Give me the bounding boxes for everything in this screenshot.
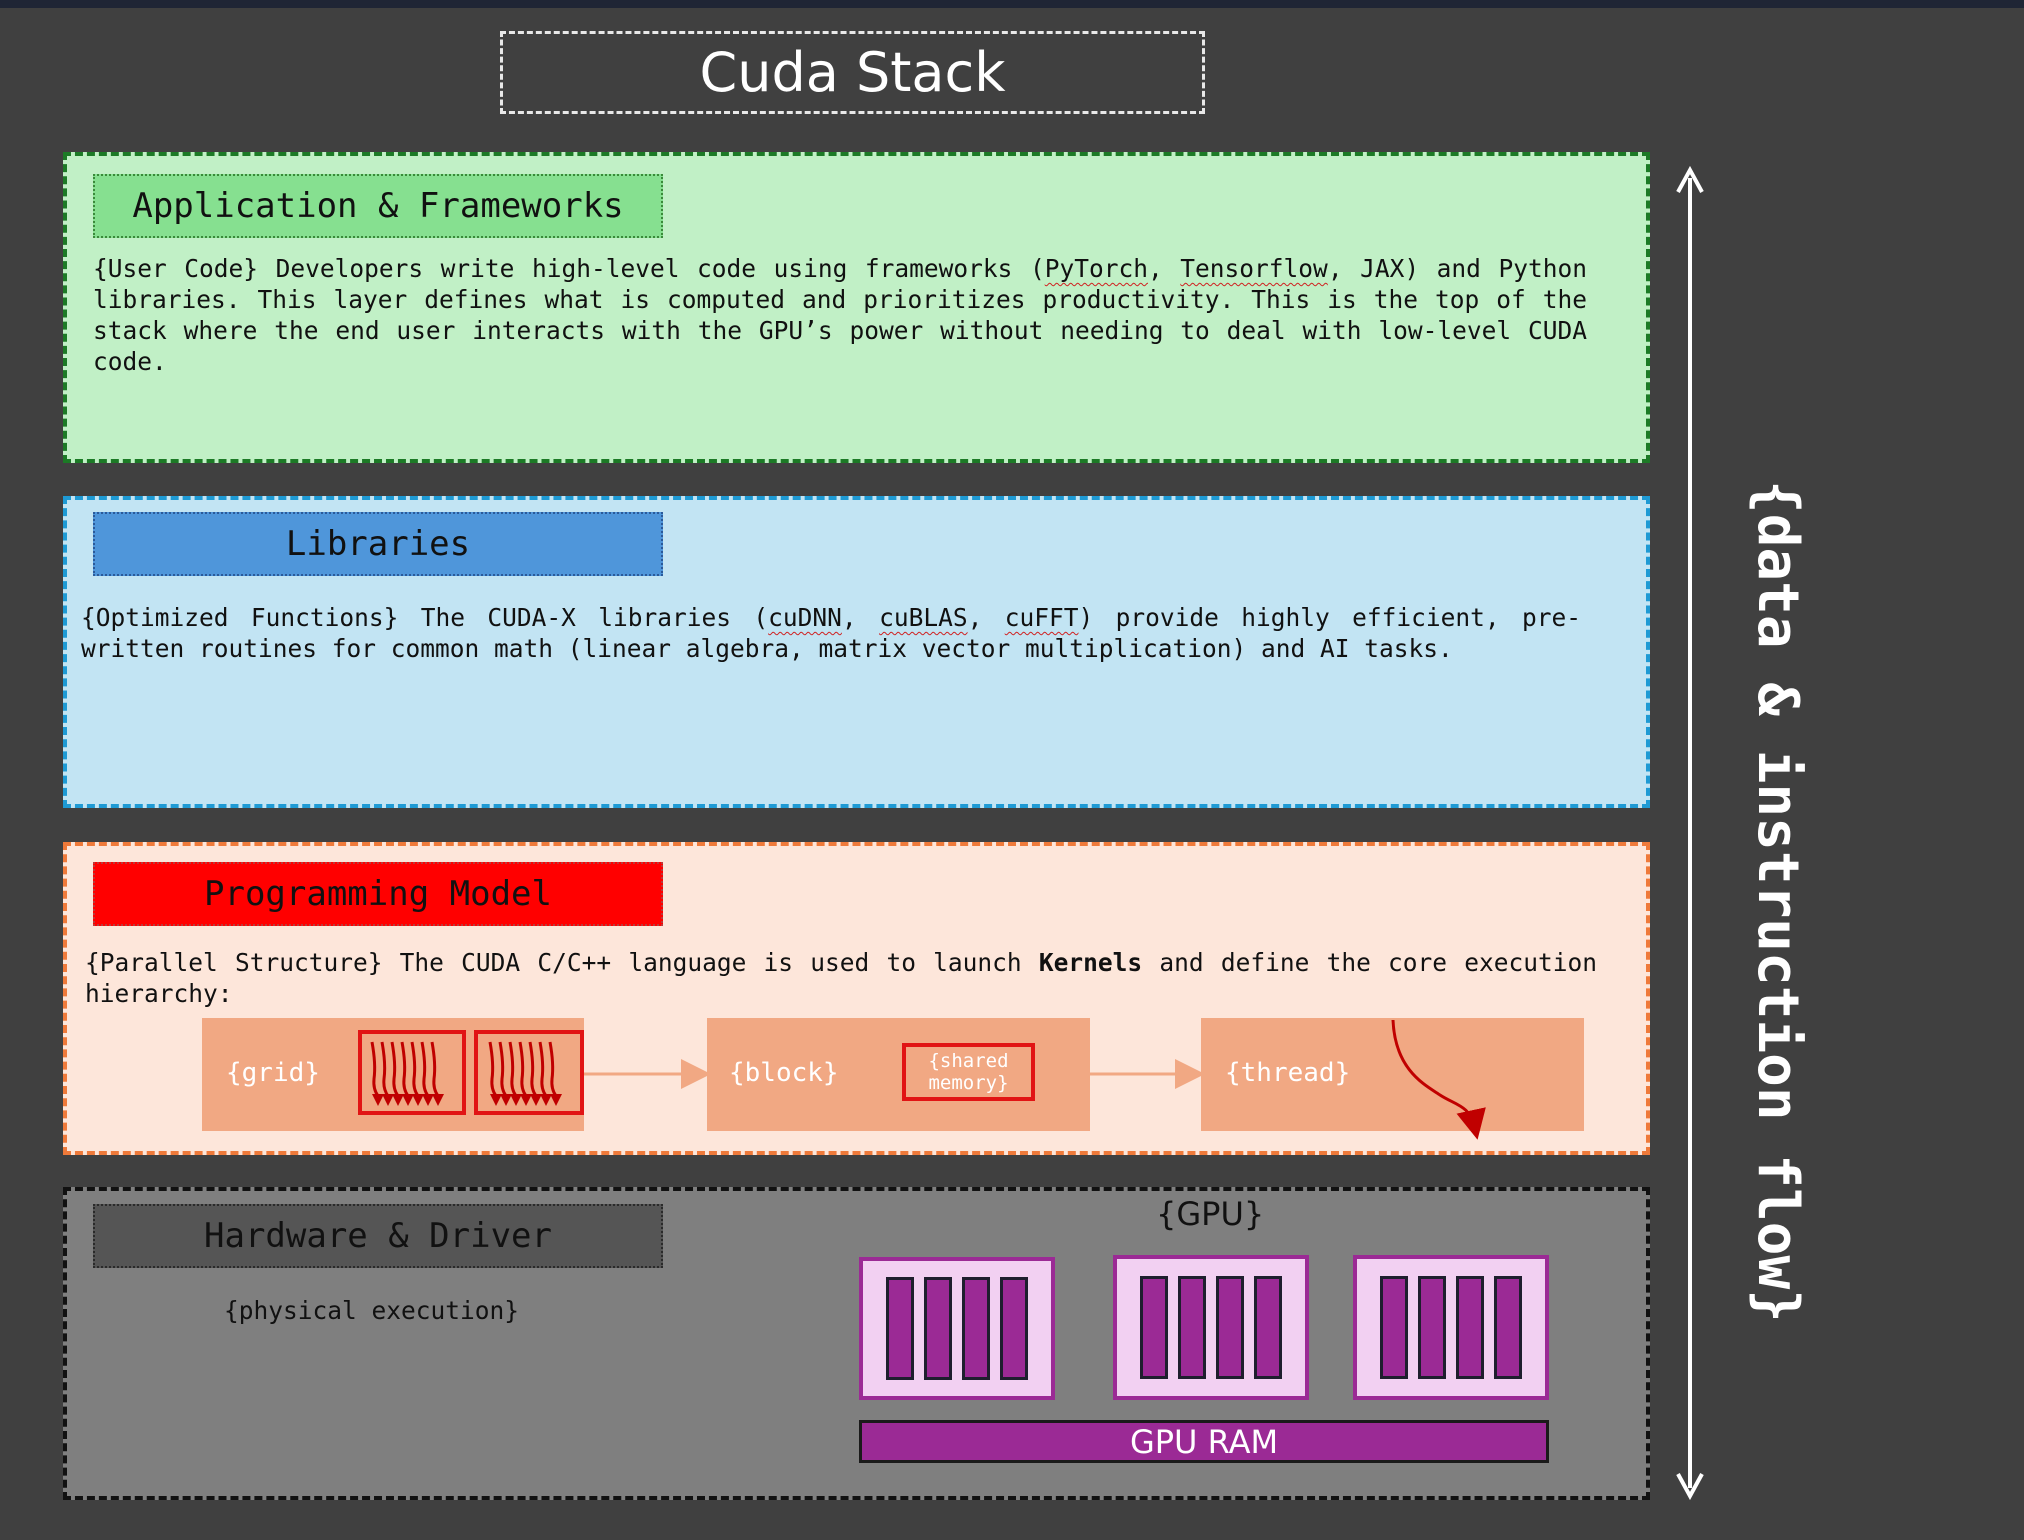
gpu-compute-unit — [1353, 1255, 1549, 1400]
threads-icon — [370, 1041, 444, 1106]
gpu-core — [886, 1277, 914, 1380]
grid-label: {grid} — [226, 1058, 320, 1088]
thread-box: {thread} — [1201, 1018, 1584, 1131]
top-bar — [0, 0, 2024, 8]
layer-header-programming-model: Programming Model — [93, 862, 663, 926]
diagram-title: Cuda Stack — [500, 31, 1205, 114]
gpu-core — [1456, 1276, 1484, 1379]
gpu-core — [1000, 1277, 1028, 1380]
grid-block-1 — [358, 1030, 466, 1115]
flow-label: {data & instruction flow} — [1745, 480, 1810, 1323]
layer-description-hardware: {physical execution} — [224, 1296, 520, 1325]
gpu-core — [1254, 1276, 1282, 1379]
thread-label: {thread} — [1225, 1058, 1351, 1088]
threads-icon — [488, 1041, 562, 1106]
layer-header-application: Application & Frameworks — [93, 174, 663, 238]
gpu-core — [1494, 1276, 1522, 1379]
gpu-compute-unit — [1113, 1255, 1309, 1400]
layer-header-libraries: Libraries — [93, 512, 663, 576]
gpu-core — [962, 1277, 990, 1380]
gpu-core — [1216, 1276, 1244, 1379]
gpu-compute-unit — [859, 1257, 1055, 1400]
block-label: {block} — [729, 1058, 839, 1088]
gpu-label: {GPU} — [1156, 1195, 1265, 1233]
grid-box: {grid} — [202, 1018, 584, 1131]
flow-arrow — [1676, 165, 1704, 1501]
gpu-core — [924, 1277, 952, 1380]
gpu-core — [1418, 1276, 1446, 1379]
gpu-core — [1140, 1276, 1168, 1379]
layer-description-libraries: {Optimized Functions} The CUDA-X librari… — [81, 603, 1581, 663]
gpu-ram-bar: GPU RAM — [859, 1420, 1549, 1463]
layer-description-programming-model: {Parallel Structure} The CUDA C/C++ lang… — [85, 948, 1597, 1008]
layer-description-application: {User Code} Developers write high-level … — [93, 254, 1587, 376]
grid-block-2 — [474, 1030, 584, 1115]
gpu-core — [1380, 1276, 1408, 1379]
block-box: {block} {shared memory} — [707, 1018, 1090, 1131]
gpu-core — [1178, 1276, 1206, 1379]
thread-squiggle-arrow — [1391, 1019, 1486, 1140]
layer-header-hardware: Hardware & Driver — [93, 1204, 663, 1268]
shared-memory-box: {shared memory} — [902, 1043, 1035, 1101]
